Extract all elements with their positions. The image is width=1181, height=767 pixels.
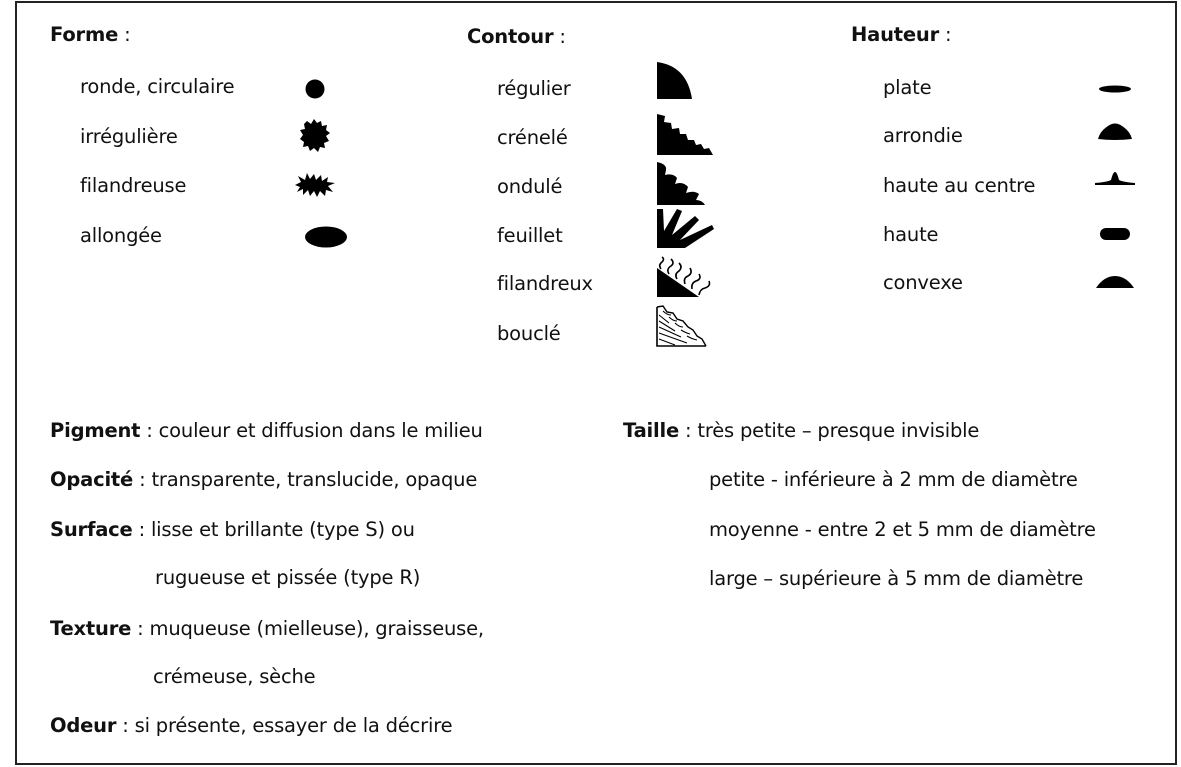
pigment-term: Pigment	[50, 419, 141, 442]
filamentous-margin-icon	[657, 256, 711, 297]
surface-text: : lisse et brillante (type S) ou	[132, 518, 415, 541]
hauteur-item-label: convexe	[883, 271, 963, 294]
curled-margin-icon	[656, 305, 707, 347]
odeur-term: Odeur	[50, 714, 117, 737]
texture-line: Texture : muqueuse (mielleuse), graisseu…	[50, 617, 484, 641]
hauteur-item-label: haute au centre	[883, 174, 1036, 197]
contour-item-label: filandreux	[497, 272, 593, 295]
undulate-margin-icon	[657, 162, 705, 205]
contour-item-label: feuillet	[497, 224, 563, 247]
forme-item-label: irrégulière	[80, 125, 178, 148]
filamentous-colony-icon	[295, 173, 335, 197]
forme-item-label: filandreuse	[80, 174, 187, 197]
flat-elevation-icon	[1099, 85, 1131, 93]
surface-continuation: rugueuse et pissée (type R)	[155, 566, 421, 589]
surface-line: Surface : lisse et brillante (type S) ou	[50, 518, 415, 542]
contour-item-label: ondulé	[497, 175, 563, 198]
opacite-line: Opacité : transparente, translucide, opa…	[50, 468, 477, 492]
taille-text: : très petite – presque invisible	[679, 419, 980, 442]
odeur-line: Odeur : si présente, essayer de la décri…	[50, 714, 453, 738]
opacite-term: Opacité	[50, 468, 134, 491]
forme-title: Forme	[50, 23, 119, 46]
lobate-margin-icon	[657, 209, 714, 248]
texture-continuation: crémeuse, sèche	[153, 665, 316, 688]
elongated-colony-icon	[305, 226, 347, 248]
raised-elevation-icon	[1098, 123, 1132, 140]
document-frame	[15, 1, 1177, 765]
texture-text: : muqueuse (mielleuse), graisseuse,	[131, 617, 484, 640]
hauteur-heading: Hauteur :	[851, 23, 952, 47]
forme-colon: :	[118, 23, 131, 46]
contour-item-label: régulier	[497, 77, 571, 100]
odeur-text: : si présente, essayer de la décrire	[116, 714, 453, 737]
round-colony-icon	[305, 79, 325, 99]
forme-item-label: allongée	[80, 224, 162, 247]
hauteur-item-label: arrondie	[883, 124, 963, 147]
irregular-colony-icon	[300, 119, 330, 152]
forme-heading: Forme :	[50, 23, 131, 47]
forme-item-label: ronde, circulaire	[80, 75, 235, 98]
taille-term: Taille	[623, 419, 680, 442]
hauteur-title: Hauteur	[851, 23, 940, 46]
taille-size-line: petite - inférieure à 2 mm de diamètre	[709, 468, 1078, 491]
umbonate-elevation-icon	[1095, 172, 1135, 185]
hauteur-item-label: haute	[883, 223, 939, 246]
entire-margin-icon	[657, 62, 692, 99]
contour-item-label: bouclé	[497, 322, 561, 345]
convex-elevation-icon	[1096, 276, 1134, 288]
taille-line: Taille : très petite – presque invisible	[623, 419, 979, 443]
texture-term: Texture	[50, 617, 132, 640]
pigment-text: : couleur et diffusion dans le milieu	[140, 419, 483, 442]
taille-size-line: moyenne - entre 2 et 5 mm de diamètre	[709, 518, 1096, 541]
contour-title: Contour	[467, 25, 554, 48]
high-elevation-icon	[1100, 228, 1130, 240]
contour-heading: Contour :	[467, 25, 566, 49]
pigment-line: Pigment : couleur et diffusion dans le m…	[50, 419, 483, 443]
contour-item-label: crénelé	[497, 126, 568, 149]
contour-colon: :	[553, 25, 566, 48]
taille-size-line: large – supérieure à 5 mm de diamètre	[709, 567, 1084, 590]
crenate-margin-icon	[657, 114, 713, 155]
surface-term: Surface	[50, 518, 133, 541]
opacite-text: : transparente, translucide, opaque	[133, 468, 478, 491]
hauteur-colon: :	[939, 23, 952, 46]
hauteur-item-label: plate	[883, 76, 932, 99]
